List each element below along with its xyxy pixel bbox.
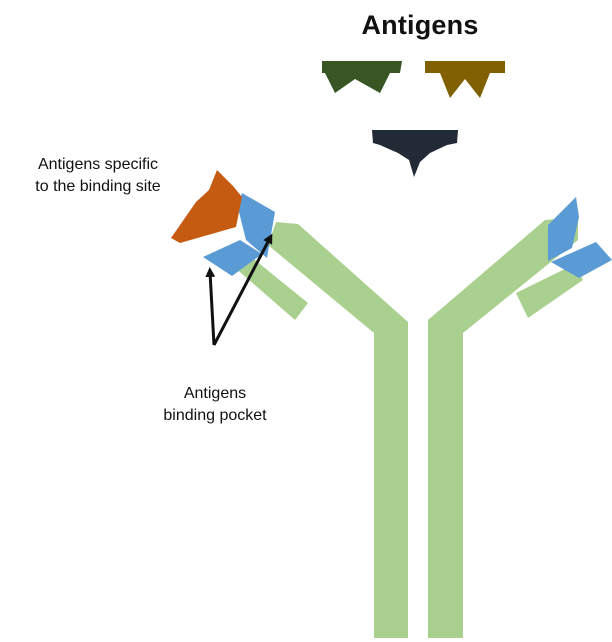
binding-pocket-right-upper [548,197,579,261]
arrow-to-lower-pocket [210,272,214,345]
antibody [203,193,612,638]
antigen-olive [425,61,505,98]
antigen-dark-green [322,61,402,93]
antigen-navy [372,130,458,177]
antigen-specific-bound [171,170,242,243]
free-antigens [322,61,505,177]
heavy-chain-left [268,222,408,638]
